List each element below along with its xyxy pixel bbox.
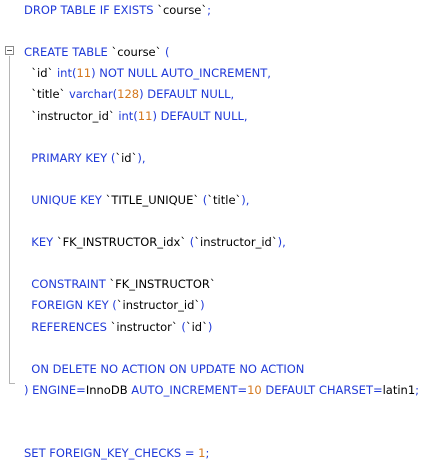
code-token: PRIMARY KEY ( [24,150,116,165]
code-token: ) DEFAULT NULL, [152,108,248,123]
code-token: ) [200,298,205,313]
code-token: CREATE TABLE [24,45,112,60]
code-token: `title` [207,192,242,207]
code-token: `course` [111,45,162,60]
code-line-text: PRIMARY KEY (`id`), [24,148,145,169]
code-line: KEY `FK_INSTRUCTOR_idx` (`instructor_id`… [0,232,442,253]
code-line-text: UNIQUE KEY `TITLE_UNIQUE` (`title`), [24,190,249,211]
code-line [0,211,442,232]
code-line: CREATE TABLE `course` ( [0,42,442,63]
code-line: FOREIGN KEY (`instructor_id`) [0,295,442,316]
code-token: varchar( [68,87,118,102]
code-token: ( [161,45,170,60]
code-token: `instructor_id` [194,235,278,250]
code-token: ( [186,235,195,250]
code-token: int( [118,108,138,123]
code-line-text: CREATE TABLE `course` ( [24,42,170,63]
code-line-text: ON DELETE NO ACTION ON UPDATE NO ACTION [24,359,304,380]
code-line: SET FOREIGN_KEY_CHECKS = 1; [0,443,442,464]
code-token: ) ENGINE= [24,382,86,397]
code-line: `instructor_id` int(11) DEFAULT NULL, [0,106,442,127]
code-token: DROP TABLE IF EXISTS [24,3,158,17]
code-token: `id` [115,150,138,165]
code-token: 11 [137,108,153,123]
code-token: `id` [185,319,208,334]
code-line: REFERENCES `instructor` (`id`) [0,317,442,338]
code-line-text: `title` varchar(128) DEFAULT NULL, [24,84,234,105]
code-token: AUTO_INCREMENT= [127,382,248,397]
code-token: ) [207,319,213,334]
code-token: `course` [157,3,208,17]
code-line-text: CONSTRAINT `FK_INSTRUCTOR` [24,274,216,295]
code-token: ), [137,150,146,165]
code-line-text: `id` int(11) NOT NULL AUTO_INCREMENT, [24,63,271,84]
code-line [0,253,442,274]
code-token: REFERENCES [24,319,111,334]
code-token: ON DELETE NO ACTION ON UPDATE NO ACTION [24,361,305,376]
code-line-text: ) ENGINE=InnoDB AUTO_INCREMENT=10 DEFAUL… [24,380,419,401]
code-line-text: FOREIGN KEY (`instructor_id`) [24,295,205,316]
code-token: ) DEFAULT NULL, [139,87,235,102]
code-line [0,169,442,190]
code-token: ) NOT NULL AUTO_INCREMENT, [91,66,271,81]
code-token: `FK_INSTRUCTOR` [109,277,216,292]
fold-collapse-icon[interactable] [5,46,14,55]
code-token: ; [415,382,420,397]
code-token: `TITLE_UNIQUE` [105,192,200,207]
code-token: KEY [24,235,57,250]
code-line [0,21,442,42]
code-token: FOREIGN KEY ( [24,298,117,313]
code-token: int( [56,66,77,81]
code-token: 1 [198,446,206,461]
code-token: CONSTRAINT [24,277,110,292]
code-line-text: SET FOREIGN_KEY_CHECKS = 1; [24,443,209,464]
code-line-text: `instructor_id` int(11) DEFAULT NULL, [24,106,248,127]
code-token: `title` [24,87,69,102]
code-token: latin1 [382,382,416,397]
code-line: ON DELETE NO ACTION ON UPDATE NO ACTION [0,359,442,380]
code-line [0,401,442,422]
code-line-text: DROP TABLE IF EXISTS `course`; [24,0,211,21]
code-token: 11 [76,66,92,81]
code-token: `instructor_id` [24,108,119,123]
code-line: ) ENGINE=InnoDB AUTO_INCREMENT=10 DEFAUL… [0,380,442,401]
code-line: PRIMARY KEY (`id`), [0,148,442,169]
code-line: CONSTRAINT `FK_INSTRUCTOR` [0,274,442,295]
code-token: 10 [247,382,262,397]
code-line: `id` int(11) NOT NULL AUTO_INCREMENT, [0,63,442,84]
fold-guide-line [9,56,10,384]
code-token: UNIQUE KEY [24,192,106,207]
code-line: UNIQUE KEY `TITLE_UNIQUE` (`title`), [0,190,442,211]
code-line [0,422,442,443]
code-token: 128 [117,87,140,102]
code-token: InnoDB [85,382,128,397]
code-token: `FK_INSTRUCTOR_idx` [56,235,187,250]
code-line: DROP TABLE IF EXISTS `course`; [0,0,442,21]
code-token: `id` [24,66,57,81]
code-line: `title` varchar(128) DEFAULT NULL, [0,84,442,105]
code-line-text: KEY `FK_INSTRUCTOR_idx` (`instructor_id`… [24,232,286,253]
code-line [0,338,442,359]
code-token: ), [241,192,250,207]
code-token: DEFAULT CHARSET= [261,382,383,397]
fold-end-marker [9,383,15,384]
code-line [0,127,442,148]
code-token: `instructor` [110,319,178,334]
code-token: ; [207,3,212,17]
code-token: ( [199,192,208,207]
code-token: `instructor_id` [116,298,201,313]
code-token: SET FOREIGN_KEY_CHECKS = [24,446,199,461]
code-token: ), [277,235,286,250]
code-token: ; [205,446,210,461]
code-token: ( [177,319,186,334]
code-line-text: REFERENCES `instructor` (`id`) [24,317,212,338]
